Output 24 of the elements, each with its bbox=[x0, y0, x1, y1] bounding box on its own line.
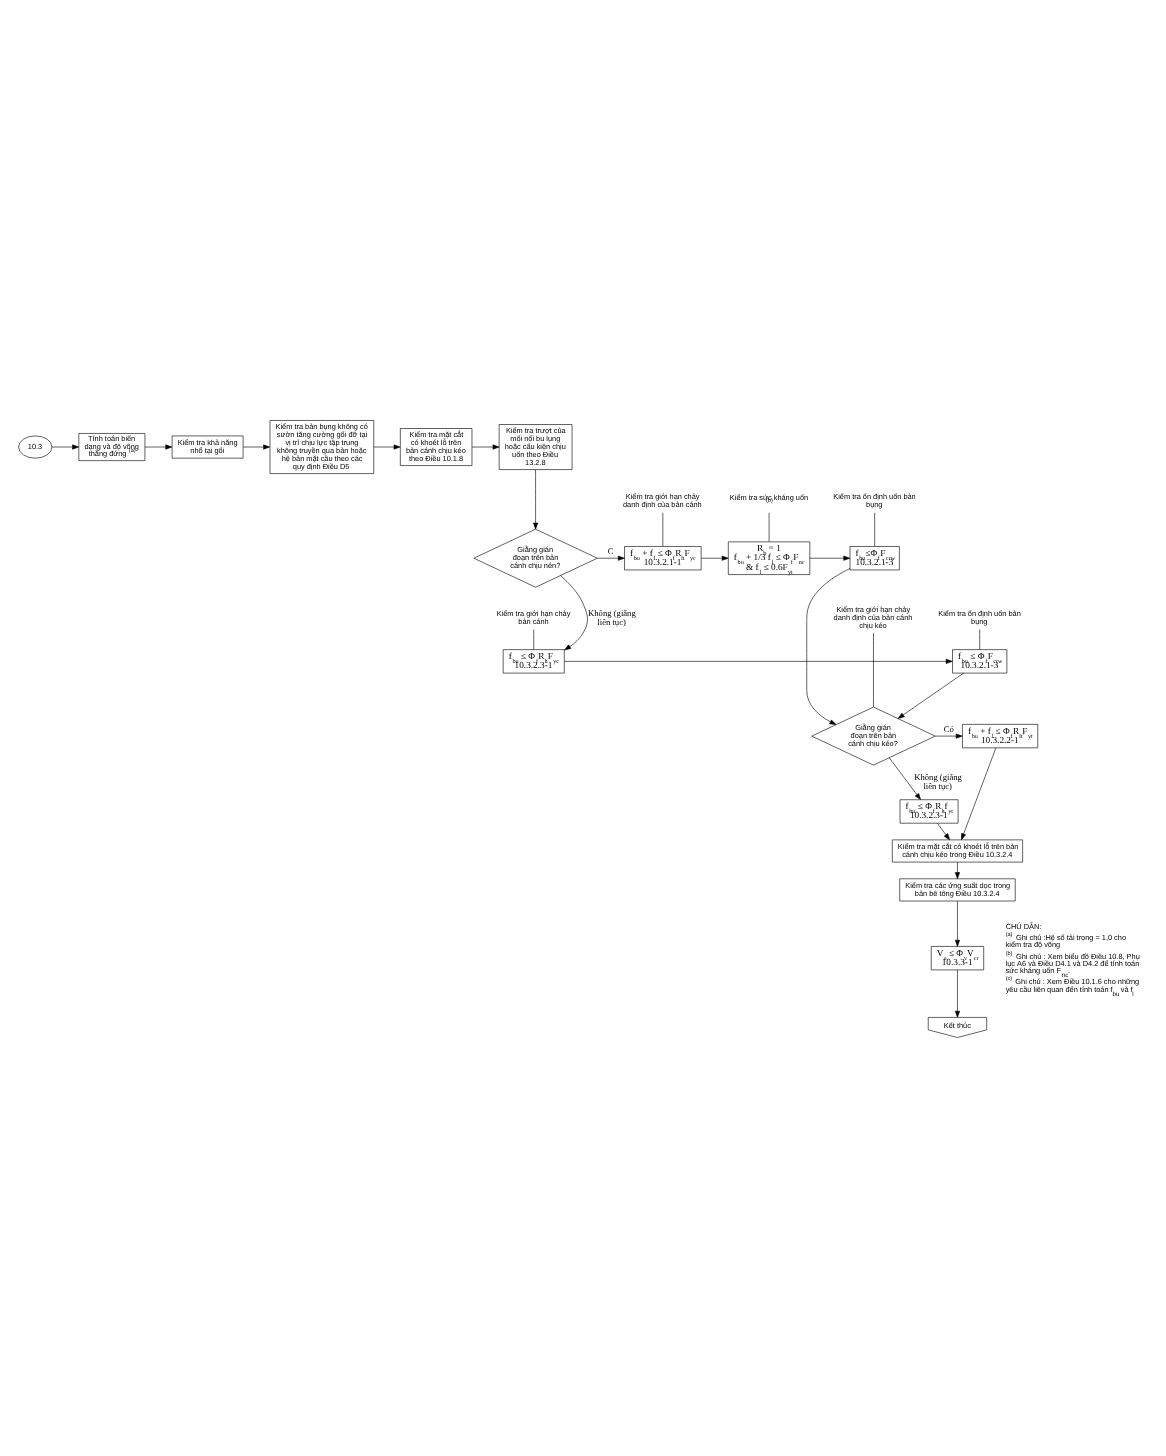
arrow bbox=[700, 554, 729, 560]
arrow bbox=[373, 443, 401, 449]
arrow bbox=[935, 732, 963, 738]
arrow bbox=[806, 567, 851, 724]
arrow bbox=[471, 443, 500, 449]
arrow bbox=[243, 443, 270, 449]
arrow bbox=[955, 968, 960, 1017]
arrow bbox=[597, 554, 625, 560]
connector bbox=[662, 511, 664, 546]
connector bbox=[979, 628, 980, 649]
arrow bbox=[51, 443, 79, 449]
arrow bbox=[533, 468, 539, 529]
arrow bbox=[955, 861, 960, 878]
arrow bbox=[564, 657, 953, 663]
arrow bbox=[888, 756, 921, 799]
arrow bbox=[961, 746, 997, 840]
connector bbox=[873, 631, 874, 707]
arrow bbox=[897, 671, 964, 718]
arrow bbox=[937, 822, 950, 840]
arrow bbox=[955, 900, 960, 946]
connector bbox=[874, 511, 875, 546]
arrow bbox=[560, 574, 588, 650]
arrow bbox=[144, 443, 173, 449]
arrow bbox=[809, 554, 851, 560]
